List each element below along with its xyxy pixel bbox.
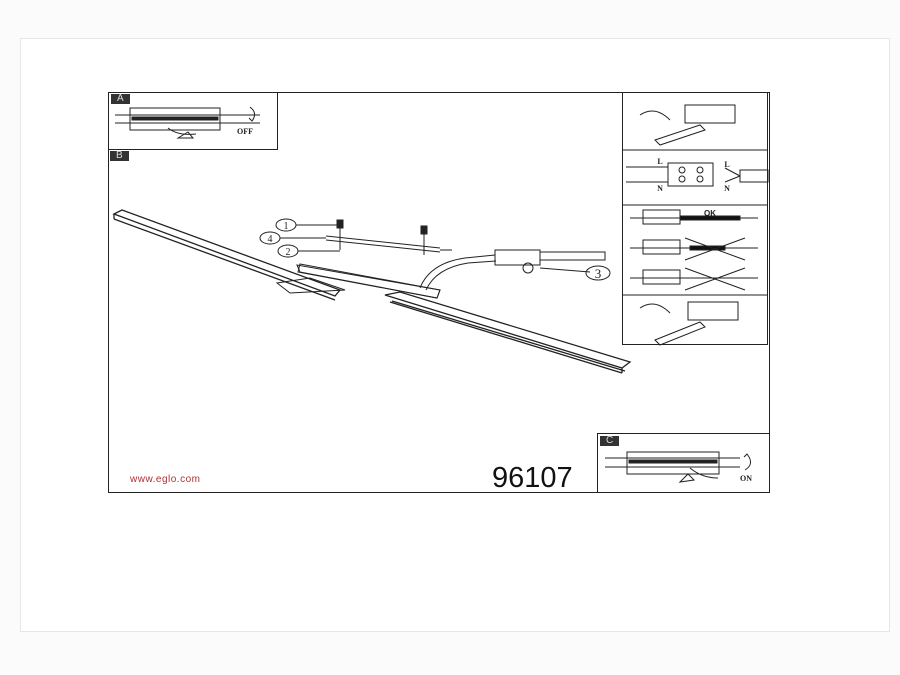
terminal-wiring-diagram: [626, 162, 769, 187]
panel-c-label: C: [600, 436, 620, 446]
callout-3: 3: [595, 266, 602, 281]
terminal-close-icon: [639, 301, 739, 346]
breaker-switch-on-icon: [605, 451, 751, 483]
live-label-right: L: [724, 160, 729, 169]
website-link[interactable]: www.eglo.com: [130, 474, 201, 485]
callout-2: 2: [286, 247, 291, 258]
mounting-screws: [325, 219, 452, 255]
breaker-switch-off-icon: [115, 106, 260, 139]
ok-label: OK: [704, 209, 716, 218]
on-label: ON: [740, 474, 752, 483]
neutral-label-left: N: [657, 184, 663, 193]
luminaire-bar: [112, 209, 632, 374]
panel-b-label: B: [110, 151, 129, 161]
callout-markers: [259, 218, 611, 281]
cable-terminal: [419, 249, 606, 291]
terminal-release-icon: [639, 104, 736, 146]
panel-a-label: A: [111, 94, 130, 104]
panel-a: A OFF: [108, 92, 278, 150]
instruction-frame: [108, 92, 770, 493]
callout-1: 1: [284, 221, 289, 232]
wire-insertion-checks: [630, 209, 758, 291]
live-label-left: L: [657, 157, 662, 166]
off-label: OFF: [237, 127, 253, 136]
product-code: 96107: [492, 462, 573, 494]
callout-4: 4: [268, 234, 273, 245]
ceiling-canopy: [275, 263, 441, 299]
neutral-label-right: N: [724, 184, 730, 193]
